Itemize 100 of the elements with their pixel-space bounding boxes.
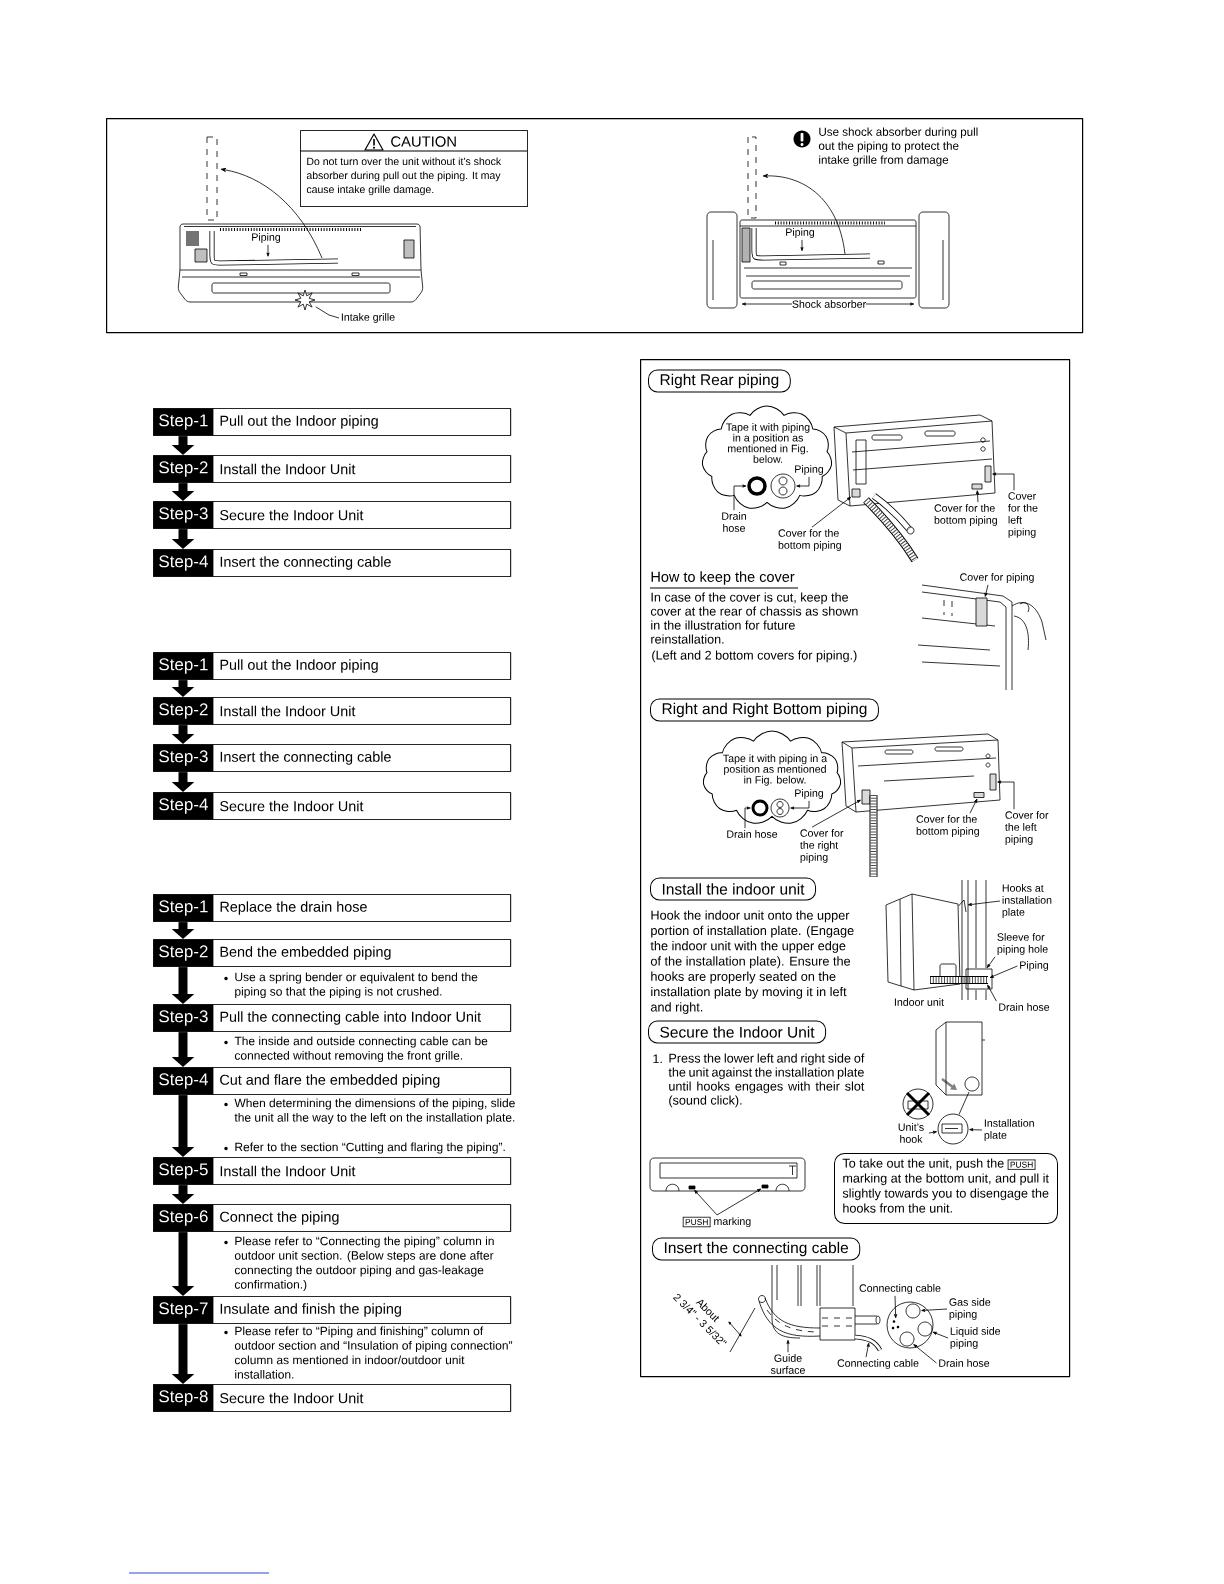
drain-hose-section <box>751 799 769 817</box>
section-heading: Right and Right Bottom piping <box>650 698 879 722</box>
bullet-note: Please refer to “Connecting the piping” column in outdoor unit section. (Below steps are done after connecting the outdoor piping and gas-leakage confirmation.) <box>234 1236 494 1292</box>
callout-label: Piping <box>795 465 824 475</box>
leader-line <box>865 1342 870 1358</box>
leader-line <box>921 1308 948 1312</box>
leader-line <box>997 780 1015 810</box>
pipe-cover <box>975 597 988 627</box>
callout-label: Piping <box>252 233 281 243</box>
bullet-note: Use a spring bender or equivalent to bend the piping so that the piping is not crushed. <box>235 972 478 999</box>
leader-line <box>744 806 751 829</box>
leader-line <box>315 306 340 319</box>
indoor-unit <box>885 893 961 991</box>
callout-label: Cover for piping <box>960 573 1034 583</box>
leader-line <box>992 472 1015 491</box>
pipe-cover <box>861 789 871 805</box>
leader-line <box>932 1331 949 1339</box>
push-mark <box>761 1184 769 1189</box>
callout-label: Gas side piping <box>949 1298 991 1320</box>
pipe-section <box>917 1321 933 1337</box>
callout-label: Indoor unit <box>894 998 944 1006</box>
callout-label: Connecting cable <box>837 1359 919 1369</box>
leader-line <box>811 496 851 528</box>
bullet-note: Please refer to “Piping and finishing” column of outdoor section and “Insulation of piping connection” column as mentioned in indoor/outdoor unit installation. <box>234 1326 513 1379</box>
drain-hose <box>869 795 878 877</box>
callout-label: Connecting cable <box>859 1284 941 1294</box>
pipe-cover <box>971 483 983 490</box>
section-heading: Install the indoor unit <box>650 877 817 901</box>
indoor-unit <box>935 1021 986 1096</box>
callout-label: Drain hose <box>727 830 778 838</box>
callout-label: Installation plate <box>984 1119 1034 1141</box>
note-box: To take out the unit, push the PUSH marking at the bottom unit, and pull it slightly towards you to disengage the hooks from the unit. <box>834 1153 1058 1224</box>
caution-box: CAUTION Do not turn over the unit without it’s shock absorber during pull out the piping. It may cause intake grille damage. <box>299 130 528 207</box>
damage-starburst <box>294 289 316 311</box>
callout-label: Piping <box>786 228 815 238</box>
push-mark <box>688 1185 696 1190</box>
unit-rear-view <box>841 733 1001 813</box>
leader-line <box>913 1344 937 1364</box>
leader-line <box>694 1189 718 1216</box>
pipe-cover <box>984 465 992 483</box>
leader-line <box>969 1128 983 1132</box>
leader-line <box>975 490 979 503</box>
paragraph: Hook the indoor unit onto the upper portion of installation plate. (Engage the indoor unit with the upper edge of the installation plate). Ensure the hooks are properly seated on the installation plate by moving it in left and right. <box>650 910 854 1015</box>
leader-line <box>796 476 810 488</box>
leader-line <box>733 484 747 511</box>
leader-line <box>969 798 978 814</box>
leader-line <box>989 965 1018 978</box>
callout-label: Shock absorber <box>792 300 866 308</box>
callout-label: Intake grille <box>341 313 395 323</box>
paragraph: In case of the cover is cut, keep the cover at the rear of chassis as shown in the illustration for future reinstallation. <box>650 592 858 644</box>
step-badge: Step-1 <box>153 408 214 436</box>
wall <box>975 879 987 1001</box>
leader-line <box>811 799 861 828</box>
cable <box>758 1295 882 1352</box>
piping-section <box>770 473 796 499</box>
callout-label: Drain hose <box>722 512 746 532</box>
crossed-out-circle <box>902 1088 934 1120</box>
warning-note: Use shock absorber during pull out the piping to protect the intake grille from damage <box>818 127 978 167</box>
leader-line <box>266 244 270 257</box>
hook-detail-circle <box>937 1091 970 1145</box>
pipe-cover <box>851 488 861 498</box>
wall <box>771 1264 854 1339</box>
callout-label: Guide surface <box>770 1354 805 1374</box>
chassis-corner <box>917 584 1047 691</box>
section-heading: Right Rear piping <box>648 369 791 393</box>
drain-hose-section <box>747 476 767 496</box>
section-heading: How to keep the cover <box>649 571 799 589</box>
panel-frame <box>640 359 1071 1378</box>
callout-label: Sleeve for piping hole <box>997 933 1048 955</box>
cable-dots <box>891 1320 900 1330</box>
leader-line <box>790 800 810 810</box>
bullet-note: When determining the dimensions of the piping, slide the unit all the way to the left on the installation plate. <box>234 1098 515 1125</box>
callout-label: Cover for the bottom piping <box>934 504 997 526</box>
callout-label: Piping <box>795 789 824 799</box>
pipe-section <box>899 1331 915 1347</box>
paragraph: Press the lower left and right side of the unit against the installation plate until hooks engages with their slot (sound click). <box>668 1053 865 1108</box>
leader-line <box>987 984 997 1002</box>
installation-plate <box>958 879 969 1001</box>
unit-rear-view <box>177 223 424 303</box>
cross-section-circle <box>886 1301 934 1349</box>
callout-label: Cover for the left piping <box>1008 492 1038 538</box>
callout-label: Cover for the right piping <box>800 829 844 863</box>
callout-label: Cover for the bottom piping <box>916 815 979 837</box>
pipe-cover <box>989 773 997 791</box>
callout-label: Drain hose <box>939 1359 990 1367</box>
piping-section <box>770 798 790 818</box>
callout-label: Liquid side piping <box>950 1327 1001 1349</box>
leader-line <box>928 1130 937 1134</box>
leader-line <box>716 1188 762 1216</box>
section-heading: Insert the connecting cable <box>652 1237 861 1261</box>
leader-line <box>967 900 1001 906</box>
pipe <box>930 976 988 984</box>
unit-bottom-view <box>649 1157 806 1192</box>
callout-label: Unit’s hook <box>898 1123 924 1143</box>
leader-line <box>786 1339 790 1353</box>
pipe-sleeve <box>965 968 993 990</box>
callout-label: Piping <box>1020 961 1049 971</box>
leader-line <box>984 584 989 597</box>
leader-line <box>894 1295 898 1319</box>
callout-label: PUSH marking <box>682 1216 751 1228</box>
